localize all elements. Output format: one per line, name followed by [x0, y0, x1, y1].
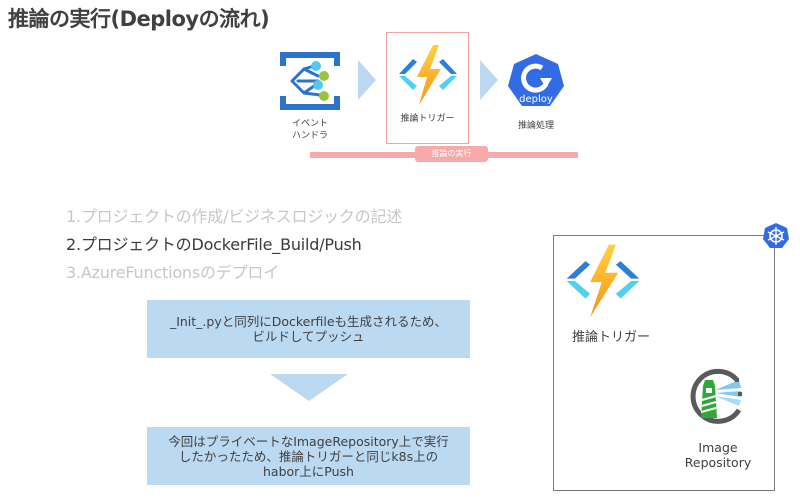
label-line: Repository: [684, 455, 752, 470]
cluster-trigger-label: 推論トリガー: [572, 330, 651, 345]
step-3: 3.AzureFunctionsのデプロイ: [66, 263, 280, 282]
cluster-image-repository: Image Repository: [672, 366, 764, 470]
down-arrow-icon: [270, 374, 348, 401]
deploy-icon-text: deploy: [519, 94, 553, 105]
k8s-deploy-icon: deploy: [508, 54, 564, 106]
flow-node-event-handler: イベント ハンドラ: [278, 50, 342, 142]
note-box-push: 今回はプライベートなImageRepository上で実行 したかったため、推論…: [147, 427, 470, 485]
repository-label: Image Repository: [672, 440, 764, 470]
k8s-cluster-box: [553, 235, 775, 491]
azure-functions-icon: [566, 244, 640, 318]
flow-node-trigger: 推論トリガー: [386, 32, 469, 144]
label-line: イベント: [291, 119, 328, 129]
note-box-build: _Init_.pyと同列にDockerfileも生成されるため、 ビルドしてプッ…: [147, 300, 470, 358]
cluster-trigger: 推論トリガー: [560, 240, 660, 345]
note-line: ビルドしてプッシュ: [252, 329, 365, 344]
flow-node-deploy: deploy 推論処理: [506, 52, 566, 132]
note-line: habor上にPush: [263, 463, 354, 479]
azure-functions-icon: [399, 45, 457, 105]
flow-arrow-icon: [358, 60, 376, 100]
flow-arrow-icon: [480, 60, 498, 100]
label-line: Image: [698, 440, 738, 455]
flow-node-label: 推論トリガー: [400, 114, 455, 124]
flow-node-label: 推論処理: [517, 121, 554, 131]
execution-label: 推論の実行: [415, 146, 488, 162]
flow-node-label: イベント ハンドラ: [278, 118, 342, 142]
kubernetes-icon: [763, 223, 789, 248]
note-line: 今回はプライベートなImageRepository上で実行: [168, 433, 449, 449]
step-1: 1.プロジェクトの作成/ビジネスロジックの記述: [66, 207, 403, 226]
label-line: ハンドラ: [291, 131, 328, 141]
page-title: 推論の実行(Deployの流れ): [8, 7, 270, 31]
event-grid-icon: [280, 52, 340, 110]
step-2: 2.プロジェクトのDockerFile_Build/Push: [66, 235, 362, 254]
note-line: _Init_.pyと同列にDockerfileも生成されるため、: [169, 314, 448, 329]
note-line: したかったため、推論トリガーと同じk8s上の: [178, 448, 439, 464]
harbor-lighthouse-icon: [690, 368, 742, 424]
